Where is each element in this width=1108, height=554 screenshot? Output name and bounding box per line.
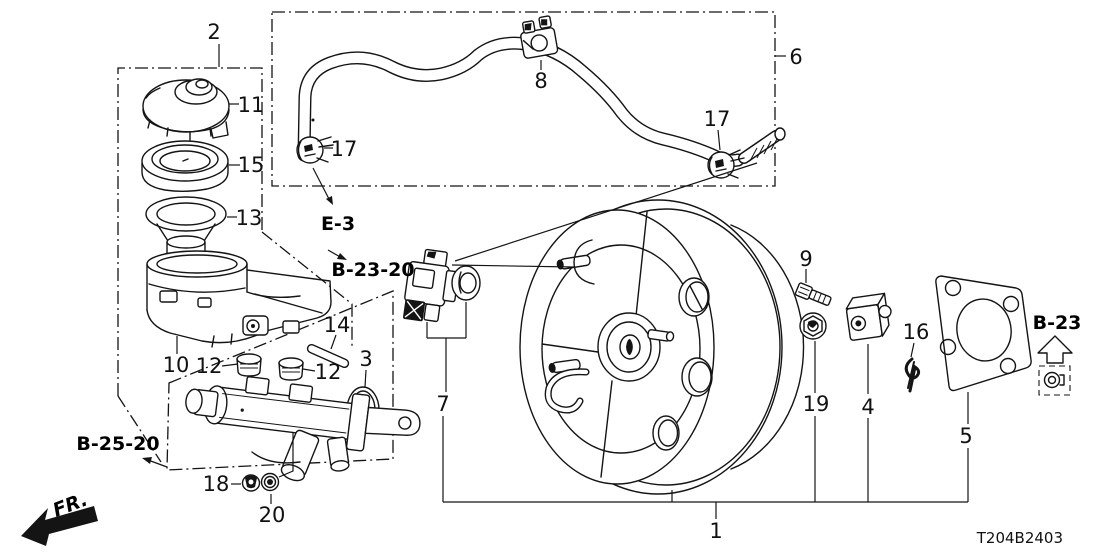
spring-pin-drawing bbox=[306, 343, 350, 369]
reservoir-grommet-12-right-drawing bbox=[278, 357, 304, 381]
reservoir-cap-drawing bbox=[142, 78, 230, 141]
reservoir-group-box-2 bbox=[117, 67, 353, 463]
brake-booster-drawing bbox=[519, 199, 805, 495]
callout-5: 5 bbox=[959, 424, 972, 448]
reference-labels: E-3 B-23-20 B-25-20 B-23 FR. bbox=[50, 213, 1081, 522]
callout-14: 14 bbox=[324, 313, 351, 337]
callout-3: 3 bbox=[359, 347, 372, 371]
callout-labels: 1 2 3 4 5 6 7 8 9 10 11 12 12 13 14 15 1… bbox=[163, 20, 973, 543]
callout-18: 18 bbox=[203, 472, 230, 496]
hose-group-box-6 bbox=[271, 11, 776, 187]
b2520-arrow bbox=[142, 457, 168, 468]
callout-17b: 17 bbox=[704, 107, 731, 131]
ref-b25-20: B-25-20 bbox=[76, 433, 159, 455]
callout-6: 6 bbox=[789, 45, 802, 69]
ref-e3: E-3 bbox=[321, 213, 355, 235]
hose-clamp-17-left-drawing bbox=[296, 136, 334, 164]
reservoir-filter-drawing bbox=[145, 196, 227, 263]
ref-b23-20: B-23-20 bbox=[331, 259, 414, 281]
callout-12a: 12 bbox=[196, 354, 223, 378]
reservoir-grommet-12-left-drawing bbox=[236, 353, 262, 377]
sensor-grommet-drawing bbox=[451, 265, 481, 301]
fr-direction-arrow bbox=[21, 506, 98, 546]
clevis-yoke-4-drawing bbox=[845, 292, 892, 341]
washer-20-drawing bbox=[260, 472, 280, 492]
callout-16: 16 bbox=[903, 320, 930, 344]
callout-17a: 17 bbox=[331, 137, 358, 161]
master-cylinder-drawing bbox=[185, 376, 421, 482]
b23-reference-arrow bbox=[1037, 335, 1073, 396]
b2320-arrow bbox=[327, 249, 347, 260]
callout-9: 9 bbox=[799, 247, 812, 271]
reservoir-seal-drawing bbox=[141, 140, 229, 192]
e3-arrow bbox=[312, 167, 333, 205]
callout-4: 4 bbox=[861, 395, 874, 419]
callout-7: 7 bbox=[436, 392, 449, 416]
callout-10: 10 bbox=[163, 353, 190, 377]
callout-2: 2 bbox=[207, 20, 220, 44]
callout-19: 19 bbox=[803, 392, 830, 416]
hose-clip-8-drawing bbox=[520, 15, 559, 59]
vacuum-hose-drawing bbox=[297, 36, 786, 168]
cotter-pin-16-drawing bbox=[904, 357, 921, 393]
callout-8: 8 bbox=[534, 69, 547, 93]
callout-11: 11 bbox=[238, 93, 265, 117]
mounting-nut-18-drawing bbox=[241, 474, 261, 492]
hose-clamp-17-right-drawing bbox=[707, 149, 745, 179]
callout-15: 15 bbox=[238, 153, 265, 177]
diagram-code: T204B2403 bbox=[976, 529, 1063, 547]
callout-20: 20 bbox=[259, 503, 286, 527]
leader-lines bbox=[176, 44, 969, 519]
callout-13: 13 bbox=[236, 206, 263, 230]
reservoir-tank-drawing bbox=[146, 250, 332, 348]
callout-1: 1 bbox=[709, 519, 722, 543]
gasket-5-drawing bbox=[935, 275, 1032, 392]
master-cylinder-group-box-b2520 bbox=[166, 290, 394, 471]
callout-12b: 12 bbox=[315, 360, 342, 384]
flange-nut-19-drawing bbox=[799, 312, 827, 340]
bolt-9-drawing bbox=[794, 282, 832, 306]
ref-b23: B-23 bbox=[1033, 312, 1082, 334]
